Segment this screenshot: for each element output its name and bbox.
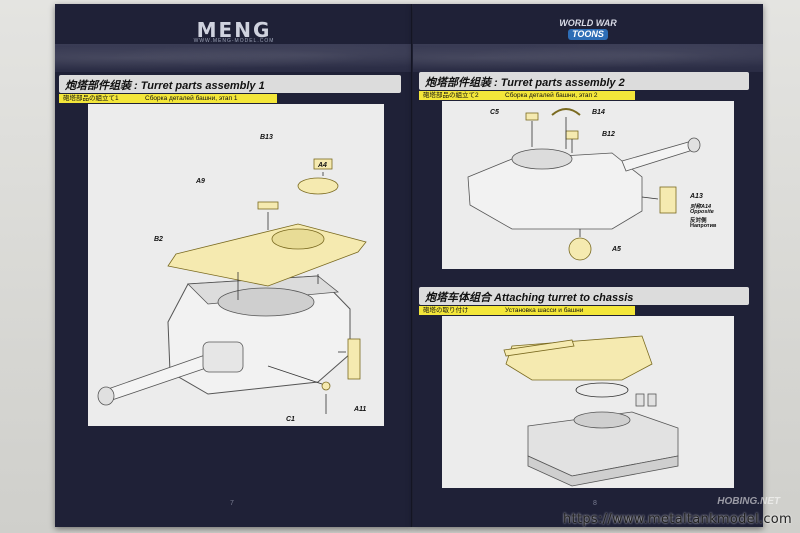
label-b13: B13 xyxy=(260,134,273,141)
section-banner-right-1: 炮塔部件组装 : Turret parts assembly 2 xyxy=(419,72,749,90)
wwt-line2: TOONS xyxy=(568,29,608,40)
label-opposite-jp: 反対側 xyxy=(690,218,707,224)
page-number-right: 8 xyxy=(593,500,597,507)
section2-ru: Установка шасси и башни xyxy=(505,307,584,314)
watermark-url: https://www.metaltankmodel.com xyxy=(563,512,792,527)
label-b14: B14 xyxy=(592,109,605,116)
subtitle-band-right-1: 砲塔部品の組立て2 Сборка деталей башни, этап 2 xyxy=(419,91,635,100)
left-page: MENG WWW.MENG-MODEL.COM 炮塔部件组装 : Turret … xyxy=(55,4,413,527)
section-banner-left: 炮塔部件组装 : Turret parts assembly 1 xyxy=(59,75,401,93)
subtitle-ru-left: Сборка деталей башни, этап 1 xyxy=(145,95,238,102)
label-opposite-en: Opposite xyxy=(690,209,714,215)
label-c5: C5 xyxy=(490,109,499,116)
label-b2: B2 xyxy=(154,236,163,243)
label-opposite-ru: Напротив xyxy=(690,223,717,229)
world-war-toons-logo: WORLD WAR TOONS xyxy=(553,18,623,40)
meng-logo: MENG xyxy=(196,18,272,42)
label-c1: C1 xyxy=(286,416,295,423)
instruction-panel-right-1: C5 B14 B12 A13 对称A14 Opposite 反対側 Напрот… xyxy=(442,101,734,269)
section1-jp: 砲塔部品の組立て2 xyxy=(423,92,479,99)
watermark-site: HOBING.NET xyxy=(717,496,780,507)
subtitle-jp-left: 砲塔部品の組立て1 xyxy=(63,95,119,102)
meng-url: WWW.MENG-MODEL.COM xyxy=(193,38,275,44)
wwt-line1: WORLD WAR xyxy=(559,18,617,28)
right-page: WORLD WAR TOONS 炮塔部件组装 : Turret parts as… xyxy=(413,4,763,527)
stone-header-band xyxy=(55,44,413,72)
instruction-panel-left: B13 A4 A9 B2 C1 A11 xyxy=(88,104,384,426)
turret-assembly-1-diagram xyxy=(97,158,367,414)
label-a11: A11 xyxy=(354,406,367,413)
label-a4: A4 xyxy=(318,162,327,169)
section2-jp: 砲塔の取り付け xyxy=(423,307,469,314)
section-banner-right-2: 炮塔车体组合 Attaching turret to chassis xyxy=(419,287,749,305)
label-b12: B12 xyxy=(602,131,615,138)
label-opposite-cn: 对称A14 xyxy=(690,204,712,210)
turret-assembly-2-diagram xyxy=(467,108,701,261)
subtitle-band-right-2: 砲塔の取り付け Установка шасси и башни xyxy=(419,306,635,315)
subtitle-band-left: 砲塔部品の組立て1 Сборка деталей башни, этап 1 xyxy=(59,94,277,103)
label-a9: A9 xyxy=(196,178,205,185)
section1-ru: Сборка деталей башни, этап 2 xyxy=(505,92,598,99)
instruction-panel-right-2 xyxy=(442,316,734,488)
section-title-left: 炮塔部件组装 : Turret parts assembly 1 xyxy=(65,80,265,92)
section1-title-right: 炮塔部件组装 : Turret parts assembly 2 xyxy=(425,77,625,89)
attach-turret-diagram xyxy=(503,335,679,487)
page-number-left: 7 xyxy=(230,500,234,507)
label-a13: A13 xyxy=(690,193,703,200)
section2-title-right: 炮塔车体组合 Attaching turret to chassis xyxy=(425,292,634,304)
label-a5: A5 xyxy=(612,246,621,253)
stone-header-band xyxy=(413,44,763,72)
